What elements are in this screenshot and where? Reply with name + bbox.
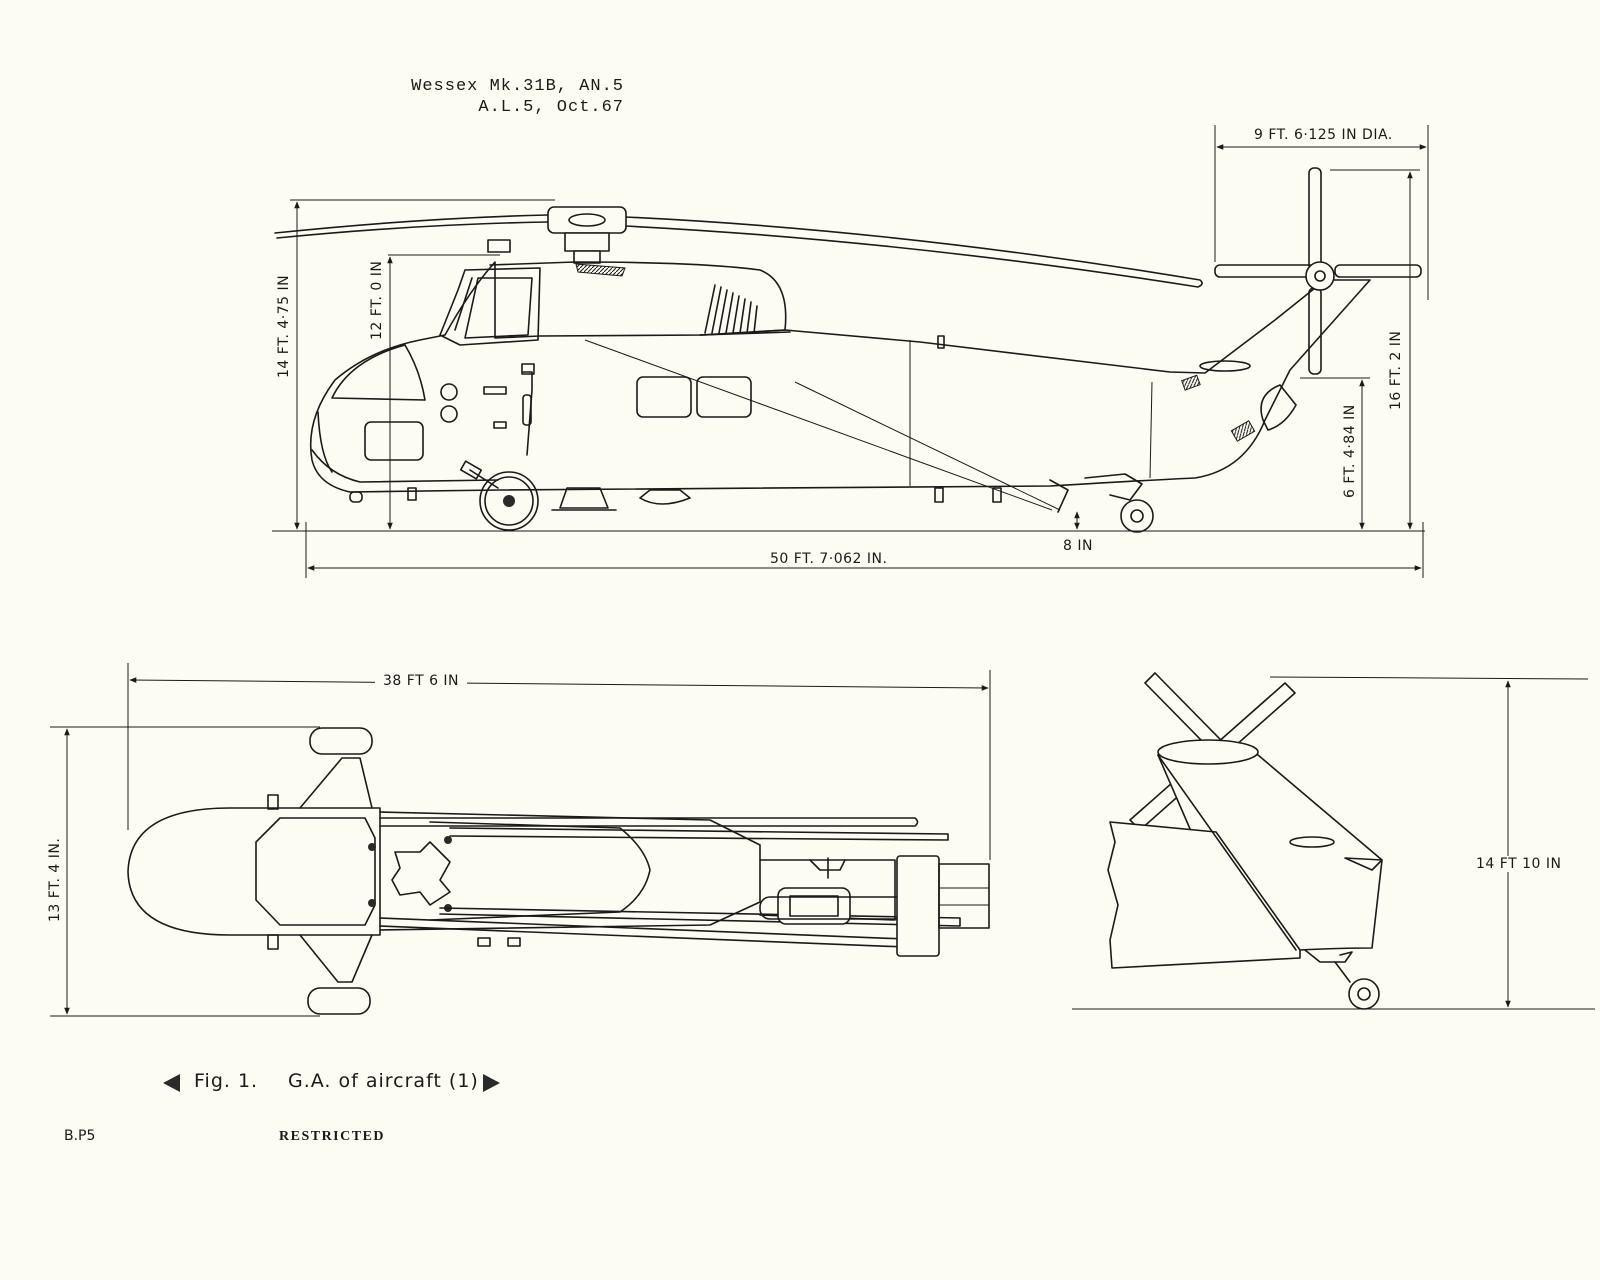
tail-height-label: 16 FT. 2 IN bbox=[1388, 330, 1404, 410]
plan-cockpit bbox=[255, 817, 376, 926]
overall-height-label: 14 FT. 4·75 IN bbox=[276, 274, 292, 378]
plan-fuselage-nose bbox=[127, 807, 381, 936]
cockpit-canopy bbox=[439, 267, 541, 346]
ground-clearance-label: 8 IN bbox=[1063, 538, 1093, 554]
side-dimensions bbox=[290, 125, 1429, 578]
header-amendment-line: A.L.5, Oct.67 bbox=[478, 98, 624, 117]
porthole bbox=[440, 383, 458, 401]
document-header: Wessex Mk.31B, AN.5 A.L.5, Oct.67 bbox=[400, 76, 624, 118]
nose-door-window bbox=[364, 421, 424, 461]
security-classification: RESTRICTED bbox=[279, 1129, 386, 1144]
fuselage-outline bbox=[309, 261, 1371, 493]
rear-fuselage bbox=[1107, 821, 1301, 969]
cabin-window bbox=[696, 376, 752, 418]
rotor-head bbox=[547, 206, 627, 234]
main-landing-gear bbox=[459, 363, 539, 531]
main-rotor-blade-front bbox=[274, 214, 549, 234]
plan-view bbox=[50, 663, 991, 1017]
tail-rotor-hub bbox=[1305, 261, 1335, 291]
tail-rotor bbox=[1214, 167, 1422, 375]
tail-rotor-blade bbox=[1308, 167, 1322, 271]
plan-gear-strut bbox=[299, 757, 373, 809]
windscreen-panel bbox=[464, 277, 533, 339]
engine-cowling bbox=[489, 261, 787, 336]
caption-left-arrow-icon bbox=[163, 1074, 180, 1092]
main-wheel bbox=[479, 471, 539, 531]
porthole bbox=[440, 405, 458, 423]
cabin-window bbox=[636, 376, 692, 418]
plan-rotor-blade-folded bbox=[379, 817, 919, 827]
rear-view bbox=[1072, 672, 1595, 1010]
cowl-louvres bbox=[699, 284, 791, 336]
plan-length-label: 38 FT 6 IN bbox=[375, 673, 468, 689]
figure-title: G.A. of aircraft (1) bbox=[288, 1070, 479, 1092]
main-rotor-blade-rear bbox=[624, 216, 1203, 288]
rear-tail-wheel bbox=[1348, 978, 1380, 1010]
rear-height-label: 14 FT 10 IN bbox=[1470, 856, 1568, 872]
header-aircraft-line: Wessex Mk.31B, AN.5 bbox=[411, 77, 624, 96]
nose-window bbox=[331, 344, 426, 401]
page-reference: B.P5 bbox=[64, 1128, 96, 1144]
overall-length-label: 50 FT. 7·062 IN. bbox=[762, 551, 896, 567]
tail-rotor-blade bbox=[1334, 264, 1422, 278]
aerial bbox=[937, 335, 945, 349]
tail-landing-gear bbox=[1049, 473, 1154, 533]
plan-rotor-hub bbox=[391, 841, 451, 906]
main-rotor bbox=[274, 206, 1203, 288]
caption-right-arrow-icon bbox=[483, 1074, 500, 1092]
tail-rotor-blade bbox=[1214, 264, 1316, 278]
plan-main-wheel bbox=[309, 727, 373, 755]
plan-main-wheel bbox=[307, 987, 371, 1015]
side-view bbox=[272, 125, 1429, 578]
plan-tail-fin bbox=[896, 855, 940, 957]
tail-rotor-blade bbox=[1308, 287, 1322, 375]
figure-number: Fig. 1. bbox=[194, 1070, 259, 1092]
tail-boom-height-label: 6 FT. 4·84 IN bbox=[1342, 404, 1358, 498]
rotor-diameter-label: 9 FT. 6·125 IN DIA. bbox=[1254, 127, 1393, 143]
cargo-hook bbox=[559, 487, 609, 509]
plan-width-label: 13 FT. 4 IN. bbox=[47, 837, 63, 922]
cabin-height-label: 12 FT. 0 IN bbox=[369, 260, 385, 340]
tail-wheel bbox=[1120, 499, 1154, 533]
